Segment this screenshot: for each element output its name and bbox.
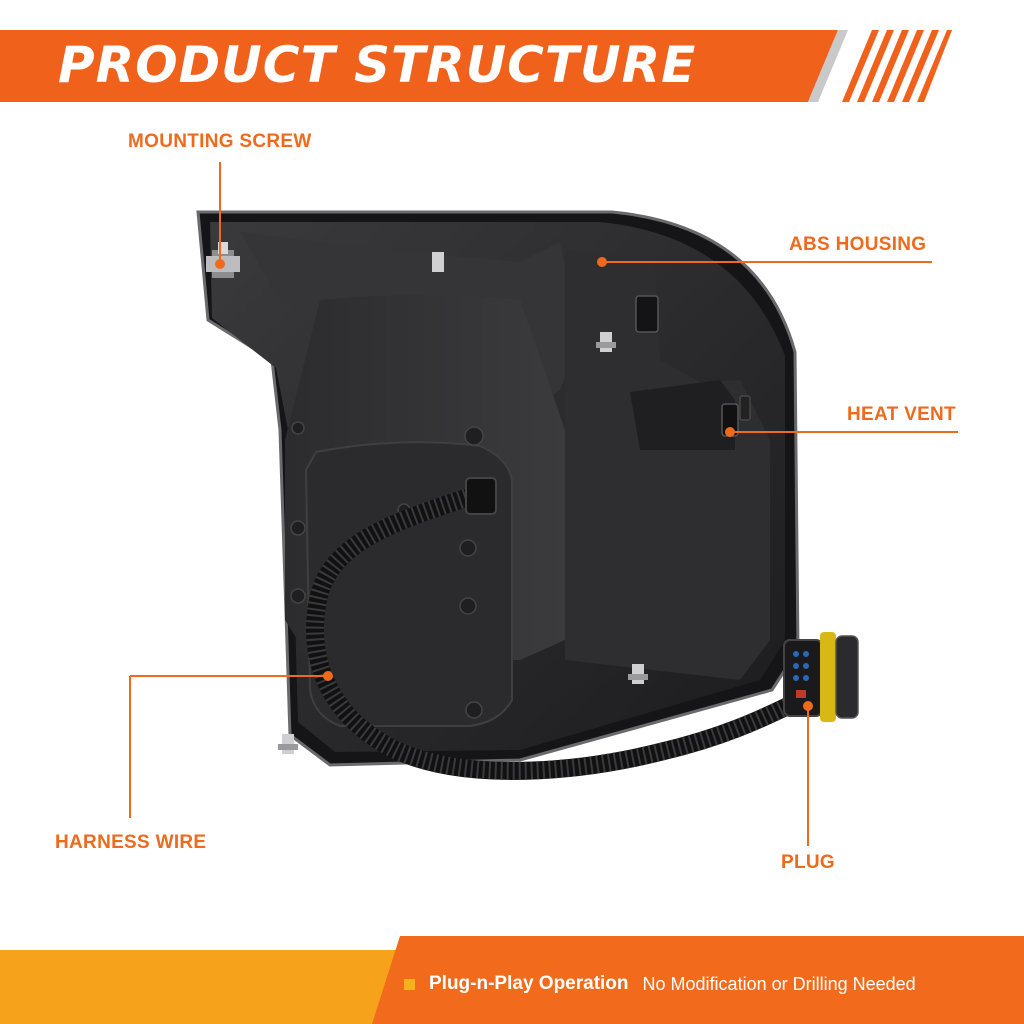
header-banner: PRODUCT STRUCTURE: [0, 30, 1024, 102]
banner-stripes-graphic: [0, 30, 952, 102]
footer-shape-graphic: [0, 936, 1024, 1024]
feature-description: No Modification or Drilling Needed: [642, 973, 916, 994]
harness-wire: [306, 485, 809, 780]
rear-cover-plate: [304, 441, 513, 727]
label-harness-wire: HARNESS WIRE: [55, 832, 207, 853]
label-heat-vent: HEAT VENT: [847, 404, 956, 425]
page-title: PRODUCT STRUCTURE: [58, 36, 697, 94]
bullet-square-icon: [404, 978, 415, 990]
footer-banner: Plug-n-Play Operation No Modification or…: [0, 936, 1024, 1024]
feature-title: Plug-n-Play Operation: [429, 973, 629, 994]
label-plug: PLUG: [781, 852, 835, 873]
plug-connector: [783, 632, 859, 722]
label-abs-housing: ABS HOUSING: [789, 234, 927, 255]
label-mounting-screw: MOUNTING SCREW: [128, 131, 312, 152]
feature-line: Plug-n-Play Operation No Modification or…: [404, 973, 916, 995]
